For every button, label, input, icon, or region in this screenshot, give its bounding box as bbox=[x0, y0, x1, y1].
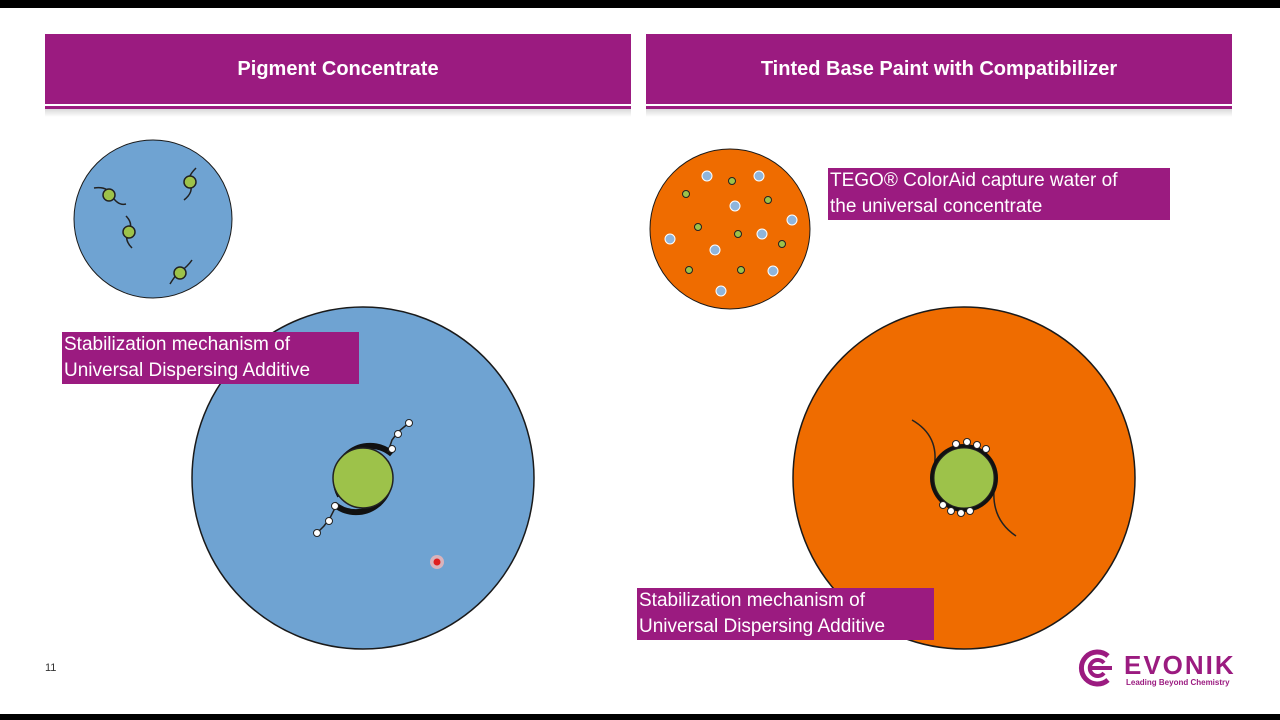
pigment-particle bbox=[183, 167, 197, 201]
label-line: Stabilization mechanism of bbox=[639, 590, 865, 611]
slide-number: 11 bbox=[45, 662, 57, 674]
label-line: Universal Dispersing Additive bbox=[639, 616, 886, 637]
pigment-particle bbox=[93, 186, 127, 206]
slide: Pigment Concentrate Tinted Base Paint wi… bbox=[0, 8, 1280, 714]
evonik-logo: EVONIK Leading Beyond Chemistry bbox=[1076, 648, 1236, 688]
pigment-particle bbox=[169, 259, 193, 285]
header-shadow bbox=[45, 109, 631, 117]
header-tinted-base-paint: Tinted Base Paint with Compatibilizer bbox=[646, 34, 1232, 104]
pigment-particle bbox=[122, 215, 136, 249]
label-line: Stabilization mechanism of bbox=[64, 334, 290, 355]
large-blue-droplet bbox=[191, 306, 535, 650]
laser-pointer-icon bbox=[430, 555, 444, 569]
header-pigment-concentrate: Pigment Concentrate bbox=[45, 34, 631, 104]
pigment-particles bbox=[682, 177, 786, 274]
large-orange-droplet bbox=[792, 306, 1136, 650]
label-line: TEGO® ColorAid capture water of bbox=[830, 170, 1118, 191]
logo-wordmark: EVONIK bbox=[1124, 650, 1236, 680]
small-orange-droplet bbox=[649, 148, 811, 310]
water-droplets bbox=[664, 170, 798, 297]
evonik-logo-icon bbox=[1078, 649, 1112, 687]
label-tego-coloraid: TEGO® ColorAid capture water of the univ… bbox=[828, 168, 1170, 220]
header-underline bbox=[646, 106, 1232, 109]
compatibilizer-beads bbox=[939, 438, 990, 517]
header-underline bbox=[45, 106, 631, 109]
label-stabilization-right: Stabilization mechanism of Universal Dis… bbox=[637, 588, 934, 640]
label-stabilization-left: Stabilization mechanism of Universal Dis… bbox=[62, 332, 359, 384]
small-blue-droplet bbox=[73, 139, 233, 299]
logo-tagline: Leading Beyond Chemistry bbox=[1126, 678, 1230, 687]
label-line: the universal concentrate bbox=[830, 196, 1043, 217]
header-title: Tinted Base Paint with Compatibilizer bbox=[760, 57, 1118, 80]
label-line: Universal Dispersing Additive bbox=[64, 360, 311, 381]
illustration bbox=[73, 139, 1136, 650]
header-title: Pigment Concentrate bbox=[237, 57, 439, 80]
header-shadow bbox=[646, 109, 1232, 117]
polymer-chain bbox=[313, 419, 413, 537]
